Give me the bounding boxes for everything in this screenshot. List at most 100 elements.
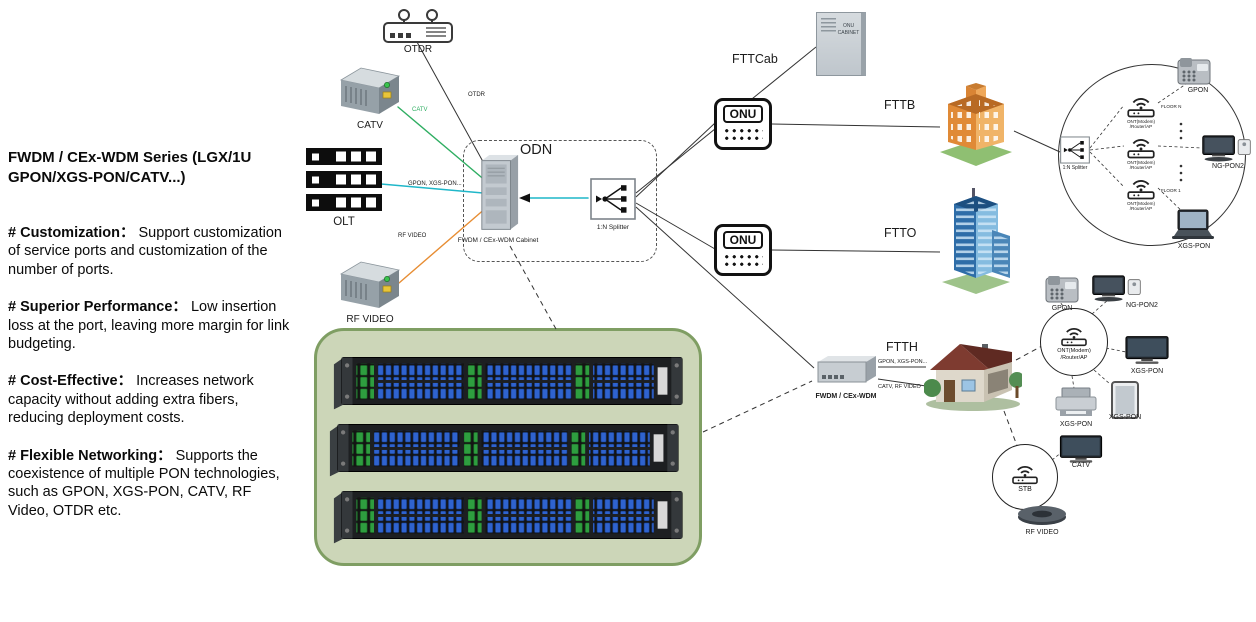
rack-unit-icon	[330, 486, 686, 544]
wdm-rack-unit-3	[330, 486, 686, 544]
ftth-wdm-label: FWDM / CEx-WDM	[815, 393, 877, 400]
feature-networking: # Flexible Networking： Supports the coex…	[8, 447, 294, 521]
feature-cost-body: Increases network capacity without addin…	[8, 373, 254, 427]
ont-router-floor-1	[1124, 174, 1158, 200]
laptop-icon	[1170, 208, 1216, 240]
feature-performance-heading: # Superior Performance：	[8, 299, 187, 316]
fttb-xgspon-laptop	[1170, 208, 1216, 240]
feature-cost: # Cost-Effective： Increases network capa…	[8, 372, 294, 427]
printer-icon	[1054, 386, 1098, 420]
ftth-ont-label: ONT(Modem) /Router/AP	[1057, 348, 1091, 361]
rack-unit-icon	[326, 419, 682, 477]
office-tower-icon	[938, 186, 1014, 296]
media-device-icon	[337, 260, 403, 312]
feature-networking-heading: # Flexible Networking：	[8, 447, 172, 464]
olt-device	[306, 148, 382, 212]
feature-performance-body: Low insertion loss at the port, leaving …	[8, 299, 290, 353]
ftth-house	[924, 330, 1022, 412]
fttb-xgspon-label: XGS-PON	[1177, 243, 1211, 250]
ftth-ngpon2-label: NG-PON2	[1126, 302, 1158, 309]
ont-label-2: ONT(Modem) /Router/AP	[1126, 160, 1156, 171]
ont-router-mid	[1124, 133, 1158, 159]
stb-label: STB	[1018, 485, 1032, 493]
ftth-gpon-phone	[1044, 274, 1080, 304]
splitter-icon	[590, 178, 636, 220]
rf-video-device-label: RF VIDEO	[346, 314, 394, 325]
feature-customization-body: Support customization of service ports a…	[8, 225, 282, 278]
feature-cost-heading: # Cost-Effective：	[8, 373, 133, 390]
odn-splitter-label: 1:N Splitter	[596, 224, 630, 231]
house-icon	[924, 330, 1022, 412]
wifi-router-icon	[1124, 174, 1158, 200]
wifi-router-icon	[1009, 460, 1041, 485]
onu-label: ONU	[722, 105, 764, 124]
ftth-label: FTTH	[886, 340, 918, 354]
info-panel: FWDM / CEx-WDM Series (LGX/1U GPON/XGS-P…	[8, 148, 294, 520]
wdm-rack-unit-1	[330, 352, 686, 410]
ftth-ont-circle: ONT(Modem) /Router/AP	[1040, 308, 1108, 376]
disc-player-icon	[1016, 504, 1068, 530]
feed-rf-label: RF VIDEO	[398, 233, 427, 239]
wdm-cabinet	[478, 154, 520, 236]
ftth-feed-pon-label: GPON, XGS-PON...	[878, 359, 928, 365]
wifi-router-icon	[1058, 322, 1090, 347]
ftto-label: FTTO	[884, 226, 917, 240]
fttb-gpon-phone	[1176, 56, 1212, 86]
ont-label-3: ONT(Modem) /Router/AP	[1126, 201, 1156, 212]
wifi-router-icon	[1124, 133, 1158, 159]
feature-customization-heading: # Customization：	[8, 225, 135, 241]
floor-1-label: FLOOR 1	[1161, 188, 1181, 193]
ont-router-floor-n	[1124, 92, 1158, 118]
tv-set-icon	[1200, 134, 1254, 162]
wdm-cabinet-label: FWDM / CEx-WDM Cabinet	[457, 237, 539, 244]
feed-otdr-label: OTDR	[468, 92, 485, 98]
apartment-building-icon	[938, 74, 1014, 168]
onu-device-ftto: ONU	[714, 224, 772, 276]
catv-device	[337, 66, 403, 118]
fttb-gpon-label: GPON	[1187, 87, 1209, 94]
fttb-label: FTTB	[884, 98, 916, 112]
olt-label: OLT	[333, 216, 355, 228]
floor-n-label: FLOOR N	[1161, 104, 1182, 109]
ftth-xgspon-tv	[1124, 334, 1170, 366]
ftth-xgspon-tablet-label: XGS-PON	[1108, 414, 1142, 421]
media-device-icon	[337, 66, 403, 118]
fttb-ngpon2-label: NG-PON2	[1212, 163, 1244, 170]
onu-label: ONU	[722, 231, 764, 250]
cabinet-icon	[478, 154, 520, 236]
feed-pon-label: GPON, XGS-PON...	[408, 181, 462, 187]
splitter-icon	[1060, 136, 1090, 164]
ftth-rf-video-device	[1016, 504, 1068, 530]
otdr-icon	[382, 8, 454, 44]
ftth-wdm-box	[814, 354, 878, 386]
rack-unit-icon	[330, 352, 686, 410]
odn-dashed-box	[463, 140, 657, 262]
stb-circle: STB	[992, 444, 1058, 510]
ftth-rf-video-label: RF VIDEO	[1025, 529, 1059, 536]
rf-video-device	[337, 260, 403, 312]
onu-cabinet-label: ONU CABINET	[837, 23, 860, 36]
fttcab-label: FTTCab	[732, 52, 778, 66]
ftth-catv-label: CATV	[1071, 462, 1091, 469]
ftth-feed-catv-label: CATV, RF VIDEO	[878, 384, 921, 390]
ftth-gpon-label: GPON	[1051, 305, 1073, 312]
fttb-inset-splitter	[1060, 136, 1090, 164]
feature-performance: # Superior Performance： Low insertion lo…	[8, 298, 294, 353]
fttb-building	[938, 74, 1014, 168]
onu-cabinet: ONU CABINET	[816, 12, 866, 76]
fttb-inset-splitter-label: 1:N Splitter	[1062, 165, 1088, 171]
onu-device-fttb: ONU	[714, 98, 772, 150]
ftth-xgspon-tv-label: XGS-PON	[1130, 368, 1164, 375]
cabinet-vents-icon	[821, 18, 836, 34]
wifi-router-icon	[1124, 92, 1158, 118]
onu-vents-icon	[723, 253, 763, 269]
series-title: FWDM / CEx-WDM Series (LGX/1U GPON/XGS-P…	[8, 149, 252, 186]
wdm-rack-unit-2	[326, 419, 682, 477]
ftto-building	[938, 186, 1014, 296]
fttb-ngpon2-devices	[1200, 134, 1254, 162]
ftth-xgspon-printer	[1054, 386, 1098, 420]
ont-label-1: ONT(Modem) /Router/AP	[1126, 119, 1156, 130]
odn-splitter	[590, 178, 636, 220]
feed-catv-label: CATV	[412, 107, 428, 113]
